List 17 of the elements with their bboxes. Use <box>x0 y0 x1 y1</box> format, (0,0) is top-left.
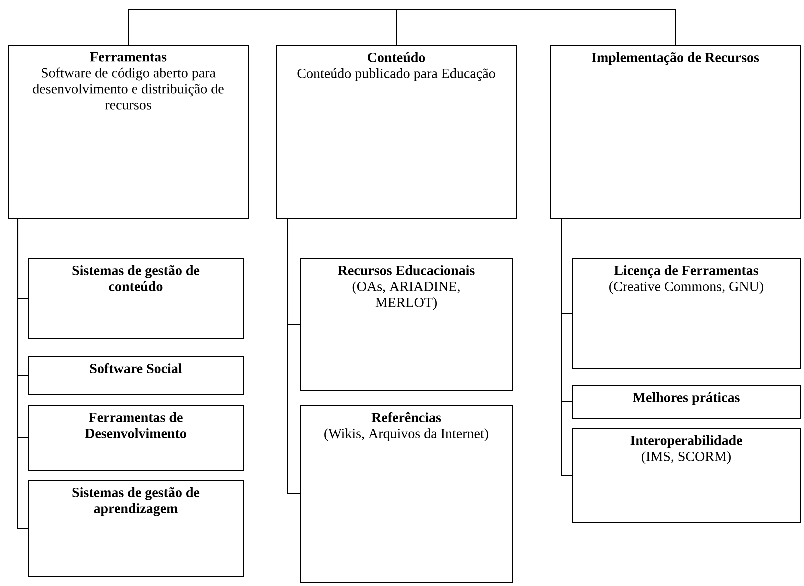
box: Ferramentas Software de código aberto para desenvolvimento e distribuição de recursos <box>8 45 249 219</box>
box: Recursos Educacionais (OAs, ARIADINE, MERLOT) <box>300 258 513 391</box>
box: Sistemas de gestão de conteúdo <box>28 258 244 339</box>
box: Conteúdo Conteúdo publicado para Educação <box>276 45 517 219</box>
box: Sistemas de gestão de aprendizagem <box>28 480 244 577</box>
box: Licença de Ferramentas (Creative Commons, GNU) <box>572 258 801 369</box>
box: Implementação de Recursos <box>550 45 801 219</box>
connector-line <box>562 218 572 476</box>
connector-line <box>128 10 397 46</box>
connector-line <box>18 218 28 529</box>
connector-line <box>288 218 300 494</box>
box: Referências (Wikis, Arquivos da Internet) <box>300 405 513 583</box>
connector-line <box>396 10 676 46</box>
box: Melhores práticas <box>572 385 801 419</box>
box: Interoperabilidade (IMS, SCORM) <box>572 428 801 523</box>
box: Ferramentas de Desenvolvimento <box>28 405 244 471</box>
box: Software Social <box>28 356 244 395</box>
